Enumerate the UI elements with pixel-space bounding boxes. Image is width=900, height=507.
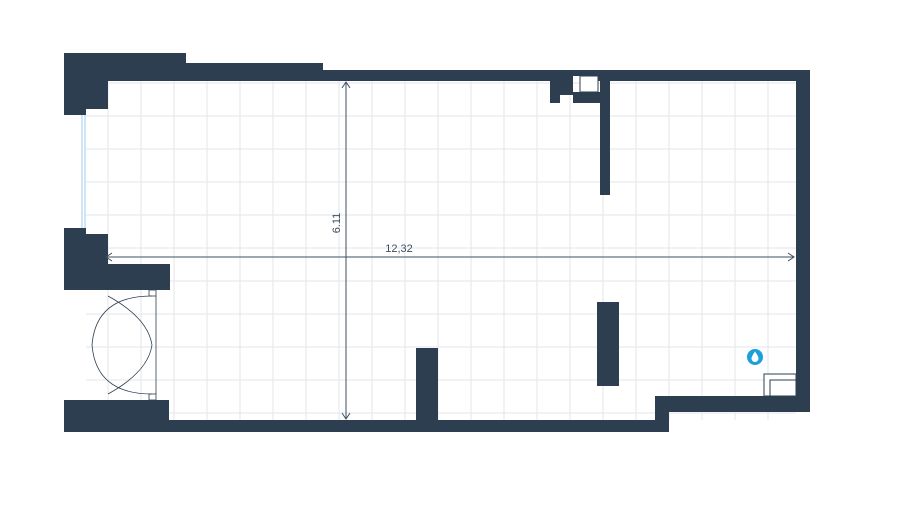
wall-shaft-bottom xyxy=(573,92,608,103)
wall-top-center xyxy=(323,70,559,81)
window-frame xyxy=(80,115,86,228)
service-shaft xyxy=(579,75,599,93)
walls xyxy=(64,53,810,432)
door-jamb-top xyxy=(148,289,157,297)
interior-pillar xyxy=(416,348,438,432)
dimension-height-arrow-top xyxy=(341,81,351,89)
water-drop-icon-glyph xyxy=(751,351,759,362)
wall-top-step xyxy=(186,63,323,81)
dimension-height: 6.11 xyxy=(331,81,351,420)
entrance-door xyxy=(91,289,157,401)
door-swing-top xyxy=(107,295,153,346)
door-jamb-bottom xyxy=(148,393,157,401)
wall-column-notch-left xyxy=(557,70,573,95)
water-drop-icon xyxy=(747,349,763,365)
wall-left-upper xyxy=(64,53,86,115)
dimension-width-arrow-left xyxy=(105,252,113,262)
window-left xyxy=(80,115,86,228)
wall-entrance-bottom xyxy=(64,400,169,432)
dimension-height-label: 6.11 xyxy=(331,213,343,234)
floor-area xyxy=(86,80,796,420)
wall-left-middle-step xyxy=(86,234,108,264)
wall-right xyxy=(796,70,810,412)
riser-box-inner xyxy=(769,379,796,396)
wall-bottom-right xyxy=(655,396,810,412)
dimension-width-label: 12,32 xyxy=(385,243,413,255)
riser-box xyxy=(763,373,797,397)
wall-notch-drop xyxy=(550,81,560,103)
riser-box-outer xyxy=(763,373,797,397)
door-leaf-arc-top xyxy=(91,295,153,346)
freestanding-partition xyxy=(597,302,619,386)
floor-grid xyxy=(86,80,796,420)
wall-shaft-top xyxy=(573,70,608,76)
door-swing-bottom xyxy=(107,344,153,395)
dimension-width: 12,32 xyxy=(105,243,795,262)
dimension-width-arrow-right xyxy=(787,252,795,262)
door-leaf-arc-bottom xyxy=(91,344,153,395)
partition-vertical-top xyxy=(600,80,610,195)
wall-entrance-top xyxy=(86,264,170,290)
wall-left-upper-step xyxy=(86,81,108,109)
wall-left-middle xyxy=(64,228,86,290)
dimension-height-arrow-bottom xyxy=(341,412,351,420)
wall-top-right xyxy=(598,70,810,81)
